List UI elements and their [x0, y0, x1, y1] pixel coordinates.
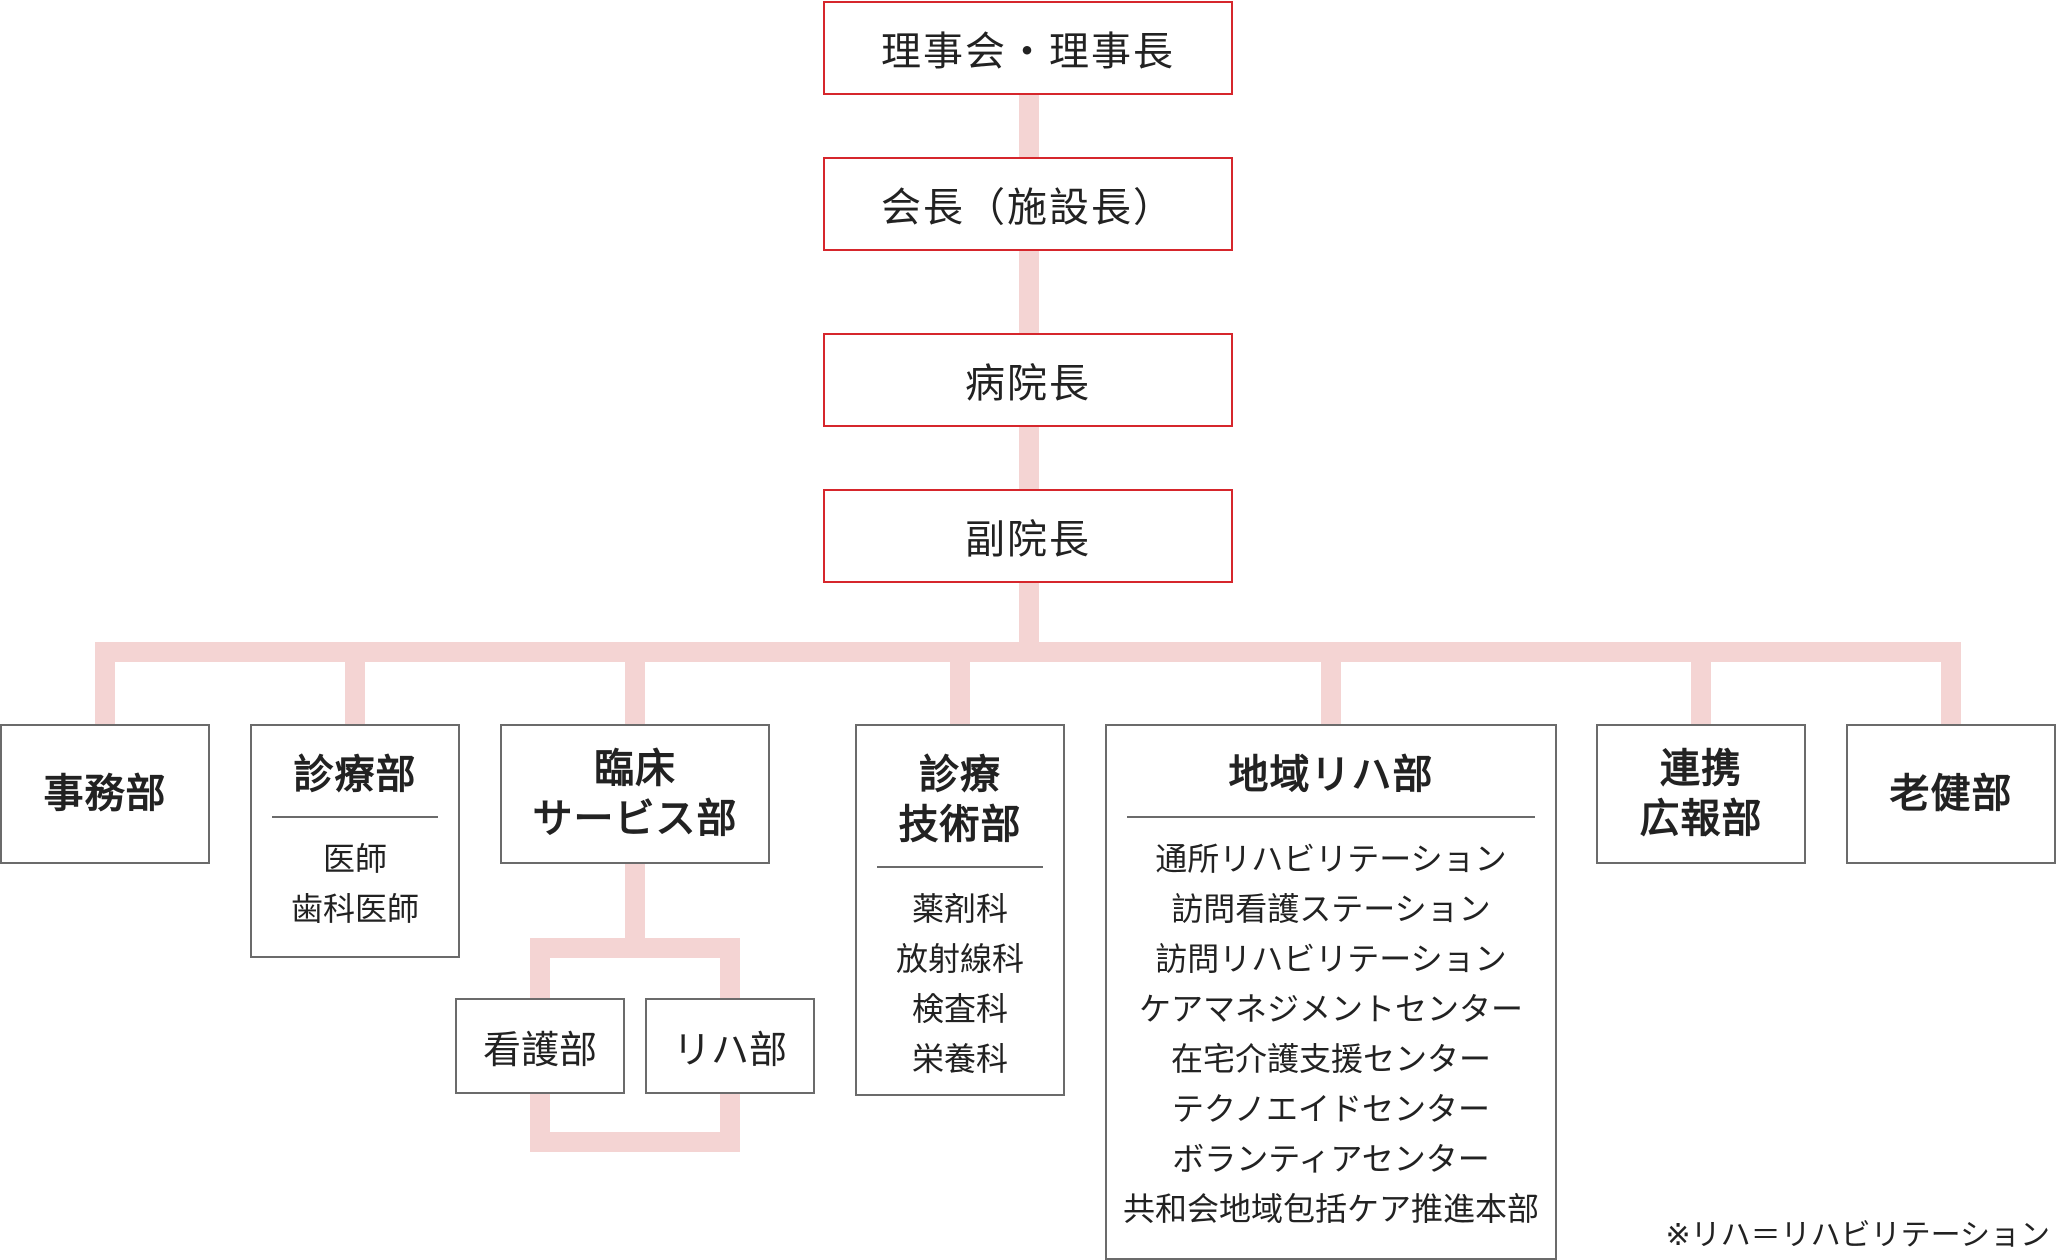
sub-rehabilitation: リハ部 [645, 998, 815, 1094]
sub-label: リハ部 [672, 1027, 787, 1072]
dept-divider [877, 866, 1043, 868]
dept-title: 老健部 [1889, 771, 2013, 817]
dept-title: 診療部 [293, 752, 417, 798]
dept-item: 訪問リハビリテーション [1155, 940, 1507, 978]
connector-drop-technical [950, 642, 970, 725]
dept-title: 診療 技術部 [898, 752, 1022, 848]
dept-item-list: 通所リハビリテーション 訪問看護ステーション 訪問リハビリテーション ケアマネジ… [1123, 834, 1539, 1234]
dept-liaison-pr: 連携 広報部 [1596, 724, 1806, 864]
dept-community-rehab: 地域リハ部 通所リハビリテーション 訪問看護ステーション 訪問リハビリテーション… [1105, 724, 1557, 1260]
dept-divider [272, 816, 438, 818]
connector-drop-geriatric [1941, 642, 1961, 725]
exec-chairman: 会長（施設長） [823, 157, 1233, 251]
exec-vice-director: 副院長 [823, 489, 1233, 583]
dept-item: 医師 [322, 840, 387, 878]
connector-drop-clinical [625, 642, 645, 725]
connector-clinical-top-bar [530, 938, 740, 958]
dept-title: 事務部 [43, 771, 167, 817]
connector-drop-liaison [1691, 642, 1711, 725]
sub-label: 看護部 [482, 1027, 597, 1072]
dept-item-list: 医師 歯科医師 [291, 834, 419, 934]
connector-drop-community [1321, 642, 1341, 725]
dept-item: 歯科医師 [290, 890, 419, 928]
dept-item: 通所リハビリテーション [1155, 840, 1507, 878]
connector-drop-medical [345, 642, 365, 725]
dept-item-list: 薬剤科 放射線科 検査科 栄養科 [896, 884, 1024, 1084]
dept-medical-technology: 診療 技術部 薬剤科 放射線科 検査科 栄養科 [855, 724, 1065, 1096]
sub-nursing: 看護部 [455, 998, 625, 1094]
dept-medical: 診療部 医師 歯科医師 [250, 724, 460, 958]
dept-geriatric-health: 老健部 [1846, 724, 2056, 864]
dept-title: 地域リハ部 [1228, 752, 1434, 798]
exec-hospital-director: 病院長 [823, 333, 1233, 427]
dept-clinical-services: 臨床 サービス部 [500, 724, 770, 864]
dept-item: ボランティアセンター [1172, 1140, 1490, 1178]
dept-item: 在宅介護支援センター [1170, 1040, 1491, 1078]
dept-item: 放射線科 [895, 940, 1024, 978]
exec-board-chair: 理事会・理事長 [823, 1, 1233, 95]
dept-administration: 事務部 [0, 724, 210, 864]
connector-drop-admin [95, 642, 115, 725]
dept-item: 検査科 [911, 990, 1008, 1028]
exec-label: 病院長 [965, 361, 1091, 407]
dept-item: 栄養科 [911, 1040, 1008, 1078]
dept-title: 連携 広報部 [1639, 746, 1763, 842]
dept-title: 臨床 サービス部 [532, 746, 738, 842]
connector-clinical-bottom-bar [530, 1132, 740, 1152]
exec-label: 会長（施設長） [881, 185, 1175, 231]
connector-clinical-stem [625, 862, 645, 940]
connector-horizontal-bus [95, 642, 1961, 662]
footnote: ※リハ＝リハビリテーション [1665, 1218, 2050, 1253]
dept-item: 共和会地域包括ケア推進本部 [1122, 1190, 1539, 1228]
dept-divider [1127, 816, 1535, 818]
dept-item: テクノエイドセンター [1171, 1090, 1491, 1128]
dept-item: ケアマネジメントセンター [1138, 990, 1523, 1028]
exec-label: 副院長 [965, 517, 1091, 563]
exec-label: 理事会・理事長 [881, 29, 1175, 75]
dept-item: 訪問看護ステーション [1171, 890, 1491, 928]
dept-item: 薬剤科 [911, 890, 1008, 928]
